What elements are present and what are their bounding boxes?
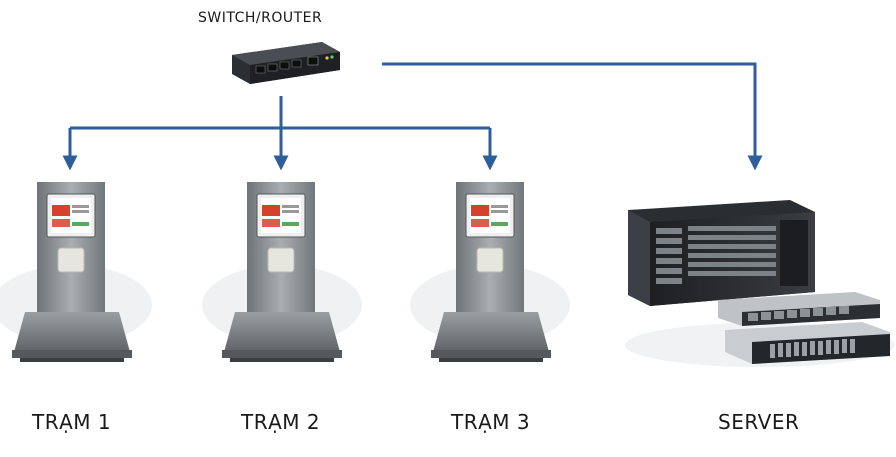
connector-server [382,62,763,171]
connector-lines [62,62,763,171]
station-1-label: TRẠM 1 [32,410,112,434]
station-2-label: TRẠM 2 [241,410,321,434]
weighing-station-icon-2 [202,182,362,362]
switch-router-icon [232,42,340,84]
server-label: SERVER [718,410,800,434]
station-3-label: TRẠM 3 [451,410,531,434]
weighing-station-icon-1 [0,182,152,362]
switch-router-label: SWITCH/ROUTER [198,10,323,26]
weighing-station-icon-3 [410,182,570,362]
server-rack-icon [625,200,895,367]
